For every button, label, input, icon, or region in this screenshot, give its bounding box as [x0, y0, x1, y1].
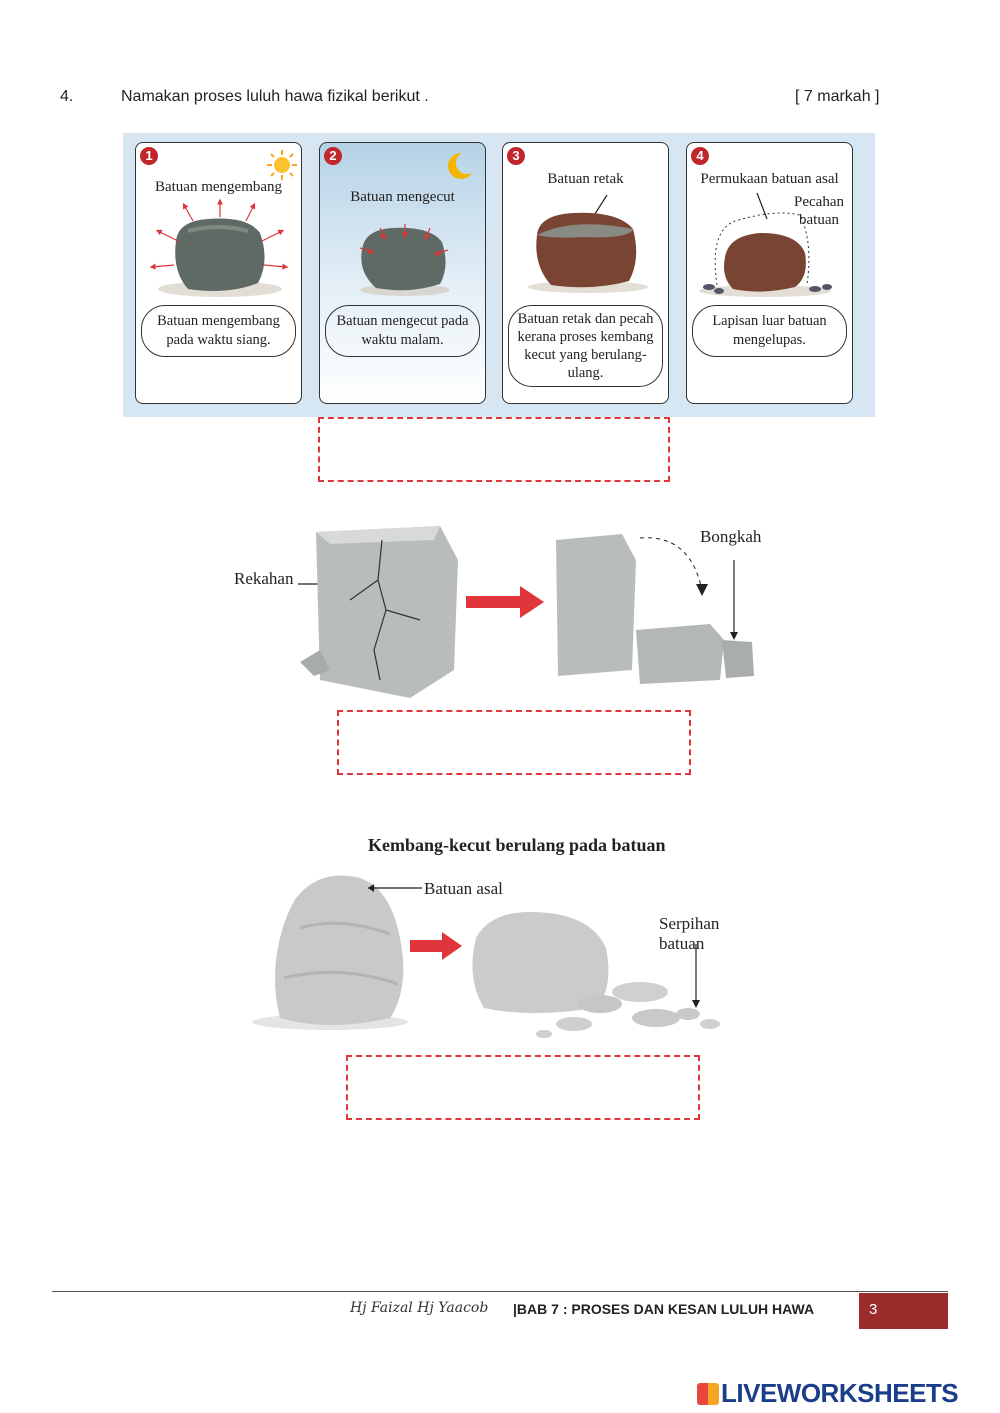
block-disintegration-illustration	[298, 526, 754, 698]
card-caption: Lapisan luar batuan mengelupas.	[692, 305, 847, 357]
footer-divider	[52, 1291, 948, 1292]
answer-box-2[interactable]	[337, 710, 691, 775]
card-number-badge: 4	[691, 147, 709, 165]
question-marks: [ 7 markah ]	[795, 88, 880, 105]
footer-author: Hj Faizal Hj Yaacob	[350, 1300, 489, 1316]
card-title: Batuan mengecut	[350, 189, 455, 205]
moon-icon	[448, 152, 472, 179]
exfoliation-fragments-illustration	[252, 875, 720, 1038]
card-caption: Batuan retak dan pecah kerana proses kem…	[508, 305, 663, 387]
figure-expansion-panel: 1 Batuan mengembang Batuan mengembang	[123, 133, 875, 417]
figure3-title: Kembang-kecut berulang pada batuan	[368, 835, 666, 855]
answer-box-1[interactable]	[318, 417, 670, 482]
rock-contracting-illustration	[359, 224, 450, 296]
page-number: 3	[859, 1293, 948, 1329]
card-crack: 3 Batuan retak Batuan retak dan pecah ke…	[502, 142, 669, 404]
card-label-fragments: Pecahan batuan	[794, 194, 844, 228]
rock-expanding-illustration	[149, 198, 289, 297]
label-bongkah: Bongkah	[700, 527, 762, 546]
liveworksheets-logo-icon	[697, 1383, 719, 1405]
brand-name: LIVEWORKSHEETS	[721, 1378, 959, 1408]
card-title: Batuan mengembang	[154, 179, 283, 195]
sun-icon	[267, 150, 297, 180]
card-caption: Batuan mengembang pada waktu siang.	[141, 305, 296, 357]
question-text: Namakan proses luluh hawa fizikal beriku…	[121, 88, 429, 105]
footer-chapter: |BAB 7 : PROSES DAN KESAN LULUH HAWA	[513, 1301, 815, 1317]
question-number: 4.	[60, 88, 74, 105]
label-batuan-asal: Batuan asal	[424, 879, 503, 898]
liveworksheets-logo[interactable]: LIVEWORKSHEETS	[697, 1378, 959, 1409]
rock-exfoliation-illustration	[699, 192, 832, 297]
card-expand: 1 Batuan mengembang Batuan mengembang	[135, 142, 302, 404]
label-serpihan-batuan: Serpihan batuan	[659, 914, 720, 953]
card-number-badge: 3	[507, 147, 525, 165]
label-rekahan: Rekahan	[234, 569, 294, 588]
card-exfoliation: 4 Permukaan batuan asal Pecahan batuan L…	[686, 142, 853, 404]
card-contract: 2 Batuan mengecut Batuan mengecut pada w…	[319, 142, 486, 404]
card-title: Permukaan batuan asal	[700, 171, 839, 187]
card-caption: Batuan mengecut pada waktu malam.	[325, 305, 480, 357]
card-number-badge: 1	[140, 147, 158, 165]
rock-cracking-illustration	[528, 194, 648, 293]
answer-box-3[interactable]	[346, 1055, 700, 1120]
card-title: Batuan retak	[547, 171, 624, 187]
card-number-badge: 2	[324, 147, 342, 165]
